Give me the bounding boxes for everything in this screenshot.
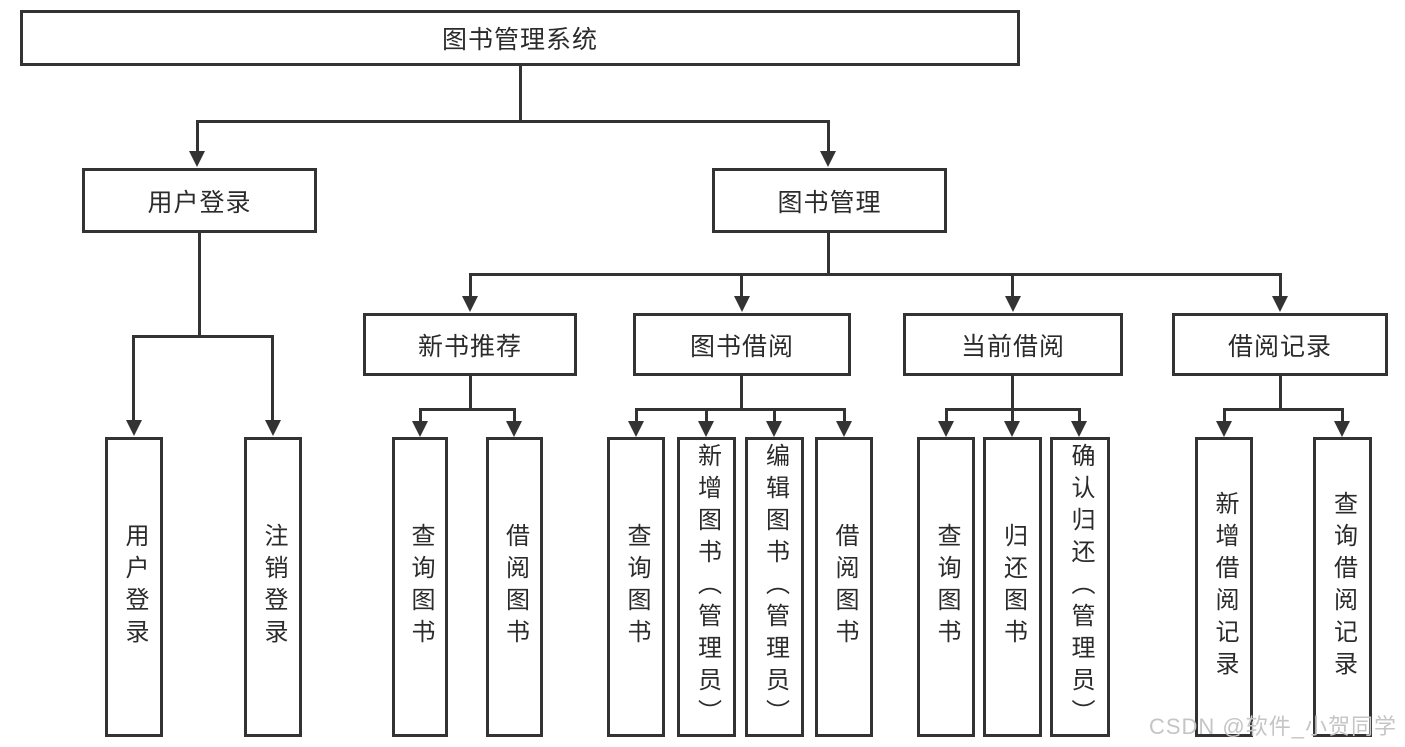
node-current-borrowing: 当前借阅 bbox=[903, 313, 1123, 376]
leaf-user-login: 用户登录 bbox=[105, 437, 163, 737]
arrow-down-icon bbox=[412, 421, 428, 437]
leaf-query-book-current: 查询图书 bbox=[917, 437, 975, 737]
leaf-query-book-borrowing-label: 查询图书 bbox=[623, 523, 650, 651]
connector-line bbox=[1223, 408, 1226, 422]
node-new-book-recommend-label: 新书推荐 bbox=[417, 332, 522, 361]
connector-line bbox=[419, 408, 422, 422]
connector-line bbox=[1078, 408, 1081, 422]
node-user-login-label: 用户登录 bbox=[147, 188, 252, 217]
leaf-add-book-admin-label: 新增图书（管理员） bbox=[693, 443, 721, 731]
connector-line bbox=[1279, 273, 1282, 297]
connector-line bbox=[740, 376, 743, 408]
connector-line bbox=[469, 273, 472, 297]
arrow-down-icon bbox=[1071, 421, 1087, 437]
connector-line bbox=[1279, 376, 1282, 408]
connector-line bbox=[198, 233, 201, 335]
node-root-label: 图书管理系统 bbox=[441, 26, 598, 54]
arrow-down-icon bbox=[766, 421, 782, 437]
leaf-logout: 注销登录 bbox=[244, 437, 302, 737]
leaf-query-book-borrowing: 查询图书 bbox=[607, 437, 665, 737]
leaf-add-borrow-record-label: 新增借阅记录 bbox=[1211, 491, 1238, 683]
arrow-down-icon bbox=[698, 421, 714, 437]
leaf-edit-book-admin-label: 编辑图书（管理员） bbox=[761, 443, 789, 731]
arrow-down-icon bbox=[938, 421, 954, 437]
connector-branch bbox=[419, 408, 516, 411]
watermark: CSDN @软件_小贺同学 bbox=[1148, 714, 1397, 739]
leaf-borrow-book-borrowing: 借阅图书 bbox=[815, 437, 873, 737]
arrow-down-icon bbox=[126, 420, 142, 436]
connector-line bbox=[196, 120, 199, 152]
arrow-down-icon bbox=[462, 296, 478, 312]
leaf-confirm-return-admin-label: 确认归还（管理员） bbox=[1067, 443, 1094, 731]
leaf-edit-book-admin: 编辑图书（管理员） bbox=[745, 437, 804, 737]
node-book-management-group: 图书管理 bbox=[712, 168, 947, 233]
arrow-down-icon bbox=[189, 151, 205, 167]
connector-line bbox=[1011, 273, 1014, 297]
arrow-down-icon bbox=[820, 151, 836, 167]
connector-line bbox=[740, 273, 743, 297]
node-book-management-label: 图书管理 bbox=[777, 188, 882, 217]
arrow-down-icon bbox=[265, 420, 281, 436]
leaf-return-book: 归还图书 bbox=[983, 437, 1042, 737]
leaf-add-borrow-record: 新增借阅记录 bbox=[1195, 437, 1253, 737]
node-current-borrowing-label: 当前借阅 bbox=[960, 332, 1065, 361]
node-borrowing-records: 借阅记录 bbox=[1172, 313, 1388, 376]
arrow-down-icon bbox=[1334, 421, 1350, 437]
connector-branch bbox=[469, 273, 1282, 276]
connector-branch bbox=[635, 408, 846, 411]
leaf-query-book-newrec-label: 查询图书 bbox=[407, 523, 434, 651]
connector-line bbox=[945, 408, 948, 422]
leaf-return-book-label: 归还图书 bbox=[999, 523, 1027, 651]
leaf-confirm-return-admin: 确认归还（管理员） bbox=[1050, 437, 1110, 737]
arrow-down-icon bbox=[734, 296, 750, 312]
connector-line bbox=[1341, 408, 1344, 422]
connector-line bbox=[1011, 376, 1014, 408]
connector-branch bbox=[1223, 408, 1344, 411]
leaf-borrow-book-newrec: 借阅图书 bbox=[486, 437, 543, 737]
arrow-down-icon bbox=[1005, 296, 1021, 312]
arrow-down-icon bbox=[506, 421, 522, 437]
node-new-book-recommend: 新书推荐 bbox=[363, 313, 577, 376]
connector-line bbox=[843, 408, 846, 422]
connector-line bbox=[705, 408, 708, 422]
connector-line bbox=[773, 408, 776, 422]
node-book-borrowing-label: 图书借阅 bbox=[689, 332, 794, 361]
connector-line bbox=[1011, 408, 1014, 422]
leaf-user-login-label: 用户登录 bbox=[121, 523, 148, 651]
node-root: 图书管理系统 bbox=[20, 10, 1020, 66]
connector-root-branch bbox=[196, 120, 830, 123]
connector-branch bbox=[132, 335, 274, 338]
arrow-down-icon bbox=[628, 421, 644, 437]
leaf-query-book-newrec: 查询图书 bbox=[392, 437, 448, 737]
connector-root-stem bbox=[519, 66, 522, 120]
connector-line bbox=[827, 120, 830, 152]
leaf-logout-label: 注销登录 bbox=[260, 523, 287, 651]
connector-line bbox=[469, 376, 472, 408]
node-borrowing-records-label: 借阅记录 bbox=[1227, 332, 1332, 361]
connector-line bbox=[271, 335, 274, 421]
node-book-borrowing: 图书借阅 bbox=[633, 313, 851, 376]
leaf-add-book-admin: 新增图书（管理员） bbox=[677, 437, 736, 737]
leaf-query-book-current-label: 查询图书 bbox=[933, 523, 960, 651]
connector-line bbox=[132, 335, 135, 421]
arrow-down-icon bbox=[836, 421, 852, 437]
leaf-query-borrow-record: 查询借阅记录 bbox=[1313, 437, 1372, 737]
connector-line bbox=[513, 408, 516, 422]
connector-line bbox=[827, 233, 830, 273]
arrow-down-icon bbox=[1004, 421, 1020, 437]
arrow-down-icon bbox=[1216, 421, 1232, 437]
leaf-borrow-book-borrowing-label: 借阅图书 bbox=[831, 523, 858, 651]
arrow-down-icon bbox=[1272, 296, 1288, 312]
node-user-login-group: 用户登录 bbox=[82, 168, 317, 233]
leaf-query-borrow-record-label: 查询借阅记录 bbox=[1329, 491, 1357, 683]
leaf-borrow-book-newrec-label: 借阅图书 bbox=[501, 523, 529, 651]
connector-line bbox=[635, 408, 638, 422]
